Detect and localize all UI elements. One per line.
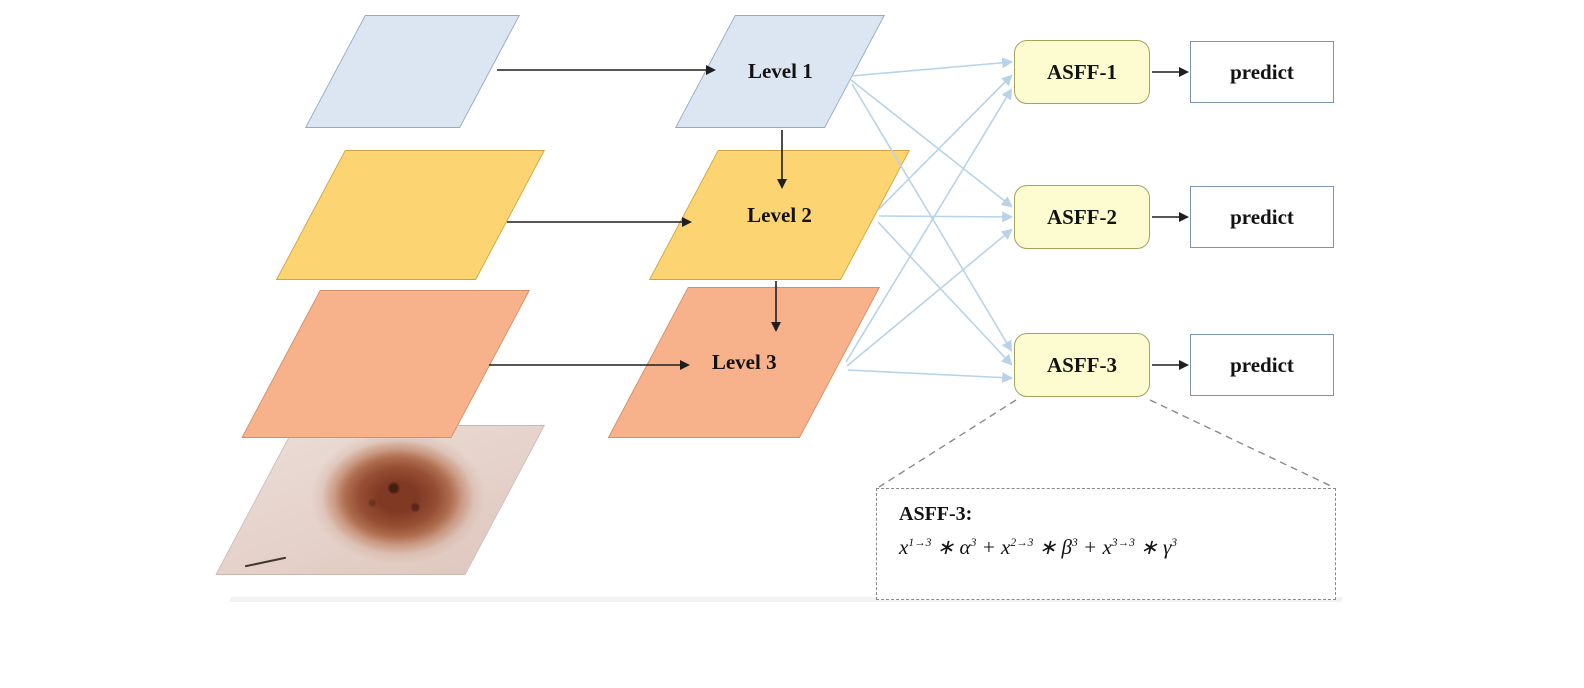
- callout-title: ASFF-3:: [899, 503, 973, 525]
- asff2-box: ASFF-2: [1014, 185, 1150, 249]
- connector-level3-to-asff1: [845, 88, 1013, 363]
- feature-map-level2: [275, 150, 545, 280]
- input-skin-lesion-image: [215, 425, 545, 575]
- connector-level2-to-asff2: [878, 211, 1014, 223]
- feature-map-level1: [304, 15, 520, 128]
- level3-node: Level 3: [607, 287, 880, 438]
- connector-level3-to-asff3: [847, 369, 1014, 384]
- connector-level2-to-asff3: [877, 221, 1013, 366]
- predict3-label: predict: [1230, 352, 1294, 377]
- connector-level2-to-asff1: [877, 74, 1013, 211]
- asff2-label: ASFF-2: [1047, 204, 1117, 229]
- connector-level1-to-asff3: [851, 83, 1013, 352]
- asff3-formula: x1→3 ∗ α3 + x2→3 ∗ β3 + x3→3 ∗ γ3: [899, 535, 1178, 559]
- level2-node: Level 2: [648, 150, 910, 280]
- lesion-blob: [215, 426, 545, 574]
- asff1-label: ASFF-1: [1047, 59, 1117, 84]
- asff1-box: ASFF-1: [1014, 40, 1150, 104]
- leader-asff3-callout-left: [878, 399, 1017, 488]
- level1-node: Level 1: [674, 15, 885, 128]
- level3-label: Level 3: [711, 350, 777, 374]
- asff3-box: ASFF-3: [1014, 333, 1150, 397]
- predict2-box: predict: [1190, 186, 1334, 248]
- figure-baseline-artifact: [230, 597, 1342, 602]
- asff3-callout: ASFF-3: x1→3 ∗ α3 + x2→3 ∗ β3 + x3→3 ∗ γ…: [876, 488, 1336, 600]
- connector-level1-to-asff1: [850, 57, 1014, 77]
- predict2-label: predict: [1230, 204, 1294, 229]
- predict1-box: predict: [1190, 41, 1334, 103]
- level2-label: Level 2: [747, 202, 812, 227]
- feature-map-level3: [241, 290, 530, 438]
- level1-label: Level 1: [747, 59, 813, 83]
- predict3-box: predict: [1190, 334, 1334, 396]
- hair-artifact: [244, 556, 286, 568]
- leader-asff3-callout-right: [1149, 399, 1334, 488]
- asff3-label: ASFF-3: [1047, 352, 1117, 377]
- predict1-label: predict: [1230, 59, 1294, 84]
